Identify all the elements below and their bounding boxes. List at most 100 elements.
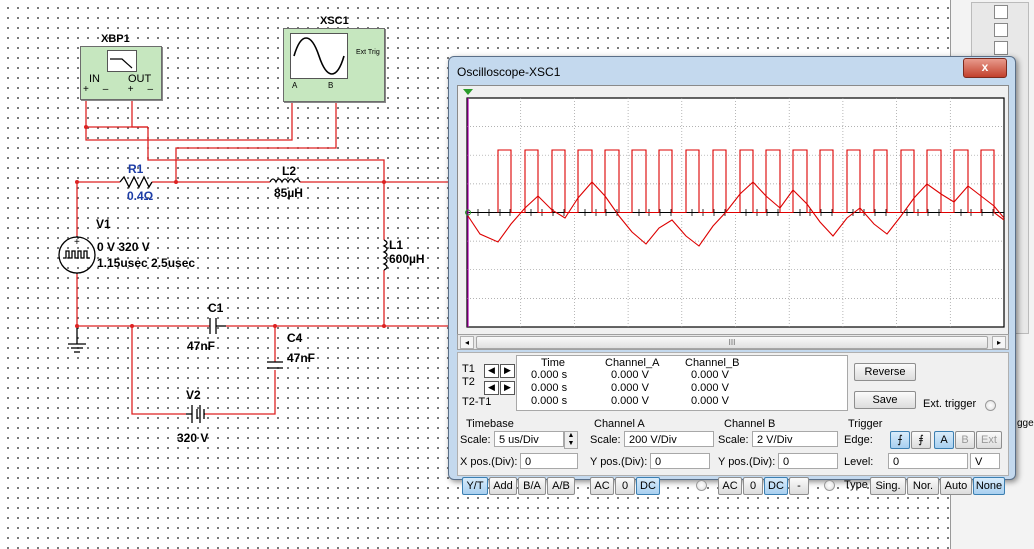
oscilloscope-window[interactable]: Oscilloscope-XSC1 x bbox=[448, 56, 1016, 495]
channel-b-minus-button[interactable]: - bbox=[789, 477, 809, 495]
scroll-left-icon[interactable]: ◂ bbox=[460, 336, 474, 349]
mode-yt-button[interactable]: Y/T bbox=[462, 477, 488, 495]
side-tool-icon[interactable] bbox=[994, 41, 1008, 55]
trigger-source-ext-button[interactable]: Ext bbox=[976, 431, 1002, 449]
scroll-right-icon[interactable]: ▸ bbox=[992, 336, 1006, 349]
mode-ba-button[interactable]: B/A bbox=[518, 477, 546, 495]
window-title: Oscilloscope-XSC1 bbox=[457, 65, 561, 79]
ext-trigger-label: Ext. trigger bbox=[923, 398, 977, 410]
trigger-level-field[interactable]: 0 bbox=[888, 453, 968, 469]
t2-channel-a: 0.000 V bbox=[611, 382, 649, 394]
scope-display[interactable] bbox=[457, 85, 1009, 335]
channel-a-ac-button[interactable]: AC bbox=[590, 477, 614, 495]
channel-b-radio[interactable] bbox=[824, 480, 835, 491]
c1-name: C1 bbox=[208, 301, 224, 315]
trigger-level-unit[interactable]: V bbox=[970, 453, 1000, 469]
channel-b-ypos-label: Y pos.(Div): bbox=[718, 456, 776, 468]
xbp1-in-label: IN bbox=[89, 73, 100, 85]
t2-time: 0.000 s bbox=[531, 382, 568, 394]
sine-wave-icon bbox=[290, 33, 348, 79]
l2-value: 85µH bbox=[274, 186, 303, 200]
type-none-button[interactable]: None bbox=[973, 477, 1005, 495]
trigger-source-a-button[interactable]: A bbox=[934, 431, 954, 449]
timebase-xpos-label: X pos.(Div): bbox=[460, 456, 518, 468]
t1-right-arrow-icon[interactable]: ▶ bbox=[500, 364, 515, 378]
close-button[interactable]: x bbox=[963, 58, 1007, 78]
side-tool-icon[interactable] bbox=[994, 5, 1008, 19]
t1-channel-a: 0.000 V bbox=[611, 369, 649, 381]
channel-a-scale-field[interactable]: 200 V/Div bbox=[624, 431, 714, 447]
ext-trigger-radio[interactable] bbox=[985, 400, 996, 411]
t1-left-arrow-icon[interactable]: ◀ bbox=[484, 364, 499, 378]
cursor-t1-handle[interactable] bbox=[463, 89, 473, 95]
v2-name: V2 bbox=[186, 388, 201, 402]
type-single-button[interactable]: Sing. bbox=[870, 477, 906, 495]
channel-a-trace bbox=[497, 149, 1005, 221]
save-button[interactable]: Save bbox=[854, 391, 916, 409]
l2-name: L2 bbox=[282, 164, 297, 178]
t2-right-arrow-icon[interactable]: ▶ bbox=[500, 381, 515, 395]
rising-edge-icon[interactable]: ⨍ bbox=[890, 431, 910, 449]
bode-icon bbox=[107, 50, 137, 72]
t2t1-channel-a: 0.000 V bbox=[611, 395, 649, 407]
scroll-thumb[interactable]: III bbox=[476, 336, 988, 349]
xbp1-out-label: OUT bbox=[128, 73, 152, 85]
channel-a-dc-button[interactable]: DC bbox=[636, 477, 660, 495]
col-channel-a: Channel_A bbox=[605, 357, 660, 369]
timebase-spin-icon[interactable]: ▲▼ bbox=[564, 431, 578, 449]
t2t1-time: 0.000 s bbox=[531, 395, 568, 407]
channel-a-radio[interactable] bbox=[696, 480, 707, 491]
c4-value: 47nF bbox=[287, 351, 316, 365]
reverse-button[interactable]: Reverse bbox=[854, 363, 916, 381]
t2-left-arrow-icon[interactable]: ◀ bbox=[484, 381, 499, 395]
t2t1-channel-b: 0.000 V bbox=[691, 395, 729, 407]
bode-plotter-xbp1[interactable]: IN OUT + – + – bbox=[80, 46, 162, 100]
trigger-source-b-button[interactable]: B bbox=[955, 431, 975, 449]
channel-a-ypos-field[interactable]: 0 bbox=[650, 453, 710, 469]
r1-value: 0.4Ω bbox=[127, 189, 154, 203]
svg-text:+: + bbox=[74, 237, 80, 248]
readout-table: Time Channel_A Channel_B 0.000 s 0.000 V… bbox=[516, 355, 848, 411]
col-time: Time bbox=[541, 357, 566, 369]
channel-b-trace bbox=[467, 181, 1005, 247]
r1-name: R1 bbox=[128, 162, 144, 176]
falling-edge-icon[interactable]: ⨎ bbox=[911, 431, 931, 449]
xsc1-a-label: A bbox=[292, 81, 298, 90]
control-panel: T1 T2 T2-T1 ◀ ▶ ◀ ▶ Time Channel_A Chann… bbox=[457, 352, 1009, 495]
v1-line2: 1.15usec 2.5usec bbox=[97, 256, 196, 270]
channel-b-zero-button[interactable]: 0 bbox=[743, 477, 763, 495]
channel-a-title: Channel A bbox=[594, 418, 645, 430]
v1-line1: 0 V 320 V bbox=[97, 240, 150, 254]
mode-add-button[interactable]: Add bbox=[489, 477, 517, 495]
channel-a-scale-label: Scale: bbox=[590, 434, 621, 446]
trigger-title: Trigger bbox=[848, 418, 883, 430]
horizontal-scrollbar[interactable]: ◂ III ▸ bbox=[457, 334, 1009, 350]
row-t2-label: T2 bbox=[462, 376, 475, 388]
v2-value: 320 V bbox=[177, 431, 209, 445]
type-auto-button[interactable]: Auto bbox=[940, 477, 972, 495]
c1-value: 47nF bbox=[187, 339, 216, 353]
channel-b-scale-label: Scale: bbox=[718, 434, 749, 446]
waveform-plot bbox=[463, 89, 1005, 328]
t2-channel-b: 0.000 V bbox=[691, 382, 729, 394]
timebase-title: Timebase bbox=[466, 418, 514, 430]
channel-a-zero-button[interactable]: 0 bbox=[615, 477, 635, 495]
xsc1-ext-trig: Ext Trig bbox=[356, 49, 380, 56]
trigger-edge-label: Edge: bbox=[844, 434, 873, 446]
trigger-level-label: Level: bbox=[844, 456, 874, 468]
row-t1-label: T1 bbox=[462, 363, 475, 375]
channel-b-scale-field[interactable]: 2 V/Div bbox=[752, 431, 838, 447]
c4-name: C4 bbox=[287, 331, 303, 345]
channel-b-dc-button[interactable]: DC bbox=[764, 477, 788, 495]
channel-b-ypos-field[interactable]: 0 bbox=[778, 453, 838, 469]
timebase-scale-field[interactable]: 5 us/Div bbox=[494, 431, 564, 447]
xsc1-name: XSC1 bbox=[320, 15, 349, 27]
oscilloscope-xsc1[interactable]: Ext Trig A B bbox=[283, 28, 385, 102]
t1-time: 0.000 s bbox=[531, 369, 568, 381]
channel-b-ac-button[interactable]: AC bbox=[718, 477, 742, 495]
side-tool-icon[interactable] bbox=[994, 23, 1008, 37]
timebase-xpos-field[interactable]: 0 bbox=[520, 453, 578, 469]
type-normal-button[interactable]: Nor. bbox=[907, 477, 939, 495]
col-channel-b: Channel_B bbox=[685, 357, 740, 369]
mode-ab-button[interactable]: A/B bbox=[547, 477, 575, 495]
